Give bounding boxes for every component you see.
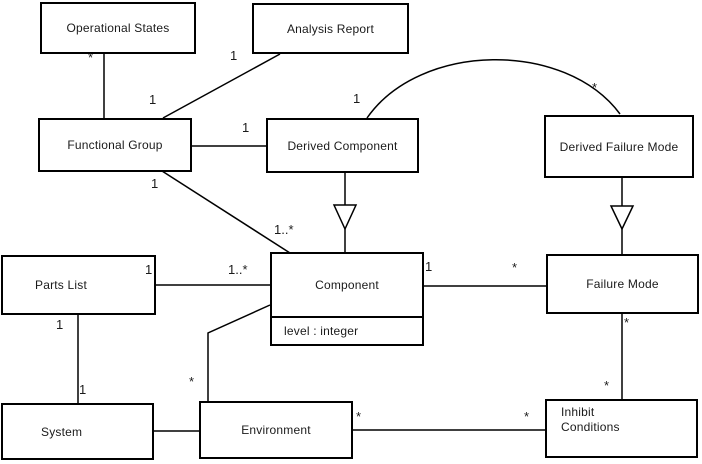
class-name-inhibit-conditions: Inhibit Conditions: [561, 405, 620, 434]
class-derived-component[interactable]: Derived Component: [266, 118, 419, 173]
multiplicity-env-ic-end: *: [356, 409, 362, 424]
class-component-attributes[interactable]: level : integer: [270, 316, 424, 346]
class-name-component: Component: [315, 278, 379, 292]
multiplicity-dc-fg-end: 1: [242, 120, 250, 135]
multiplicity-fg-comp-end: 1: [151, 176, 159, 191]
class-name-analysis-report: Analysis Report: [286, 21, 375, 36]
multiplicity-ic-env-end: *: [524, 409, 530, 424]
class-failure-mode[interactable]: Failure Mode: [546, 254, 699, 314]
multiplicity-comp-fg-end: 1..*: [274, 222, 294, 237]
generalization-arrow-icon: [609, 205, 635, 231]
class-name-functional-group: Functional Group: [67, 138, 163, 152]
class-derived-failure-mode[interactable]: Derived Failure Mode: [544, 115, 694, 178]
class-name-derived-component: Derived Component: [287, 138, 398, 153]
multiplicity-sys-pl-end: 1: [79, 382, 87, 397]
multiplicity-ic-fm-end: *: [604, 378, 610, 393]
multiplicity-comp-pl-end: 1..*: [228, 262, 248, 277]
connector-functional-group-component: [161, 170, 291, 254]
class-component[interactable]: Component: [270, 252, 424, 318]
multiplicity-fm-ic-end: *: [624, 315, 630, 330]
class-name-operational-states: Operational States: [66, 21, 170, 35]
class-environment[interactable]: Environment: [199, 401, 353, 459]
class-functional-group[interactable]: Functional Group: [38, 118, 192, 172]
multiplicity-env-comp-end: *: [189, 374, 195, 389]
class-analysis-report[interactable]: Analysis Report: [252, 3, 409, 54]
class-name-parts-list: Parts List: [35, 278, 88, 292]
multiplicity-ar-end: 1: [230, 48, 238, 63]
class-name-derived-failure-mode: Derived Failure Mode: [559, 139, 679, 154]
multiplicity-comp-fm-end: 1: [425, 259, 433, 274]
class-name-system: System: [41, 424, 83, 439]
multiplicity-os-end: *: [88, 50, 94, 65]
multiplicity-fg-ar-end: 1: [149, 92, 157, 107]
attribute-level-integer: level : integer: [284, 324, 359, 338]
multiplicity-fm-comp-end: *: [512, 260, 518, 275]
class-system[interactable]: System: [1, 403, 154, 460]
class-parts-list[interactable]: Parts List: [1, 255, 156, 315]
connector-derived-component-derived-failure-mode-arc: [366, 59, 621, 119]
class-inhibit-conditions[interactable]: Inhibit Conditions: [545, 399, 698, 458]
generalization-arrow-icon: [332, 204, 358, 231]
multiplicity-pl-comp-end: 1: [145, 262, 153, 277]
connector-environment-component: [207, 304, 271, 401]
class-name-failure-mode: Failure Mode: [586, 277, 659, 291]
multiplicity-pl-sys-end: 1: [56, 317, 64, 332]
connector-analysis-report-functional-group: [162, 53, 281, 119]
multiplicity-dfm-arc-end: *: [592, 80, 598, 95]
multiplicity-dc-arc-end: 1: [353, 91, 361, 106]
class-name-environment: Environment: [241, 423, 311, 437]
class-operational-states[interactable]: Operational States: [40, 2, 196, 54]
